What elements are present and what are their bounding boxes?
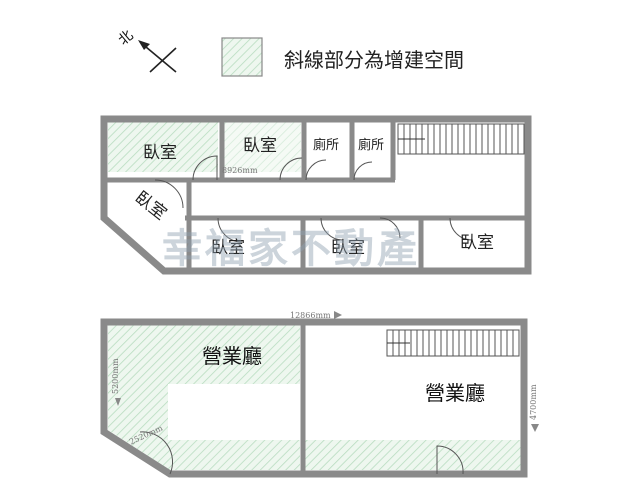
room-label-business-hall: 營業廳 <box>202 344 262 368</box>
legend-text: 斜線部分為增建空間 <box>284 48 464 72</box>
hatched-area <box>305 440 523 470</box>
watermark: 幸福家不動產 <box>162 226 420 272</box>
upper-floor-plan: 8926mm 臥室 臥室 廁所 廁所 臥室 臥室 臥室 臥室 <box>100 115 532 275</box>
room-label-bedroom: 臥室 <box>243 136 277 156</box>
legend-swatch <box>221 37 263 77</box>
room-label-toilet: 廁所 <box>313 137 339 153</box>
room-label-bedroom: 臥室 <box>143 143 177 163</box>
hatched-area <box>108 325 300 470</box>
dimension-left: 5200mm <box>111 358 120 394</box>
room-label-bedroom: 臥室 <box>331 238 365 258</box>
legend: 斜線部分為增建空間 <box>221 37 464 77</box>
room-label-bedroom: 臥室 <box>211 238 245 258</box>
dimension-width: 12866mm <box>290 311 331 320</box>
staircase-lower <box>386 329 520 357</box>
dimension-right: 4700mm <box>529 384 538 420</box>
room-label-bedroom: 臥室 <box>131 188 170 225</box>
room-label-bedroom: 臥室 <box>460 233 494 253</box>
north-compass: 北 <box>115 27 177 73</box>
staircase-upper <box>397 123 525 155</box>
room-label-business-hall: 營業廳 <box>425 381 485 405</box>
lower-floor-plan: 12866mm 5200mm 4700mm 2520mm 營業廳 營業廳 <box>100 311 539 478</box>
room-label-toilet: 廁所 <box>358 137 384 153</box>
north-label: 北 <box>115 27 136 48</box>
dimension-label: 8926mm <box>222 166 258 175</box>
north-arrowhead-icon <box>138 40 150 50</box>
